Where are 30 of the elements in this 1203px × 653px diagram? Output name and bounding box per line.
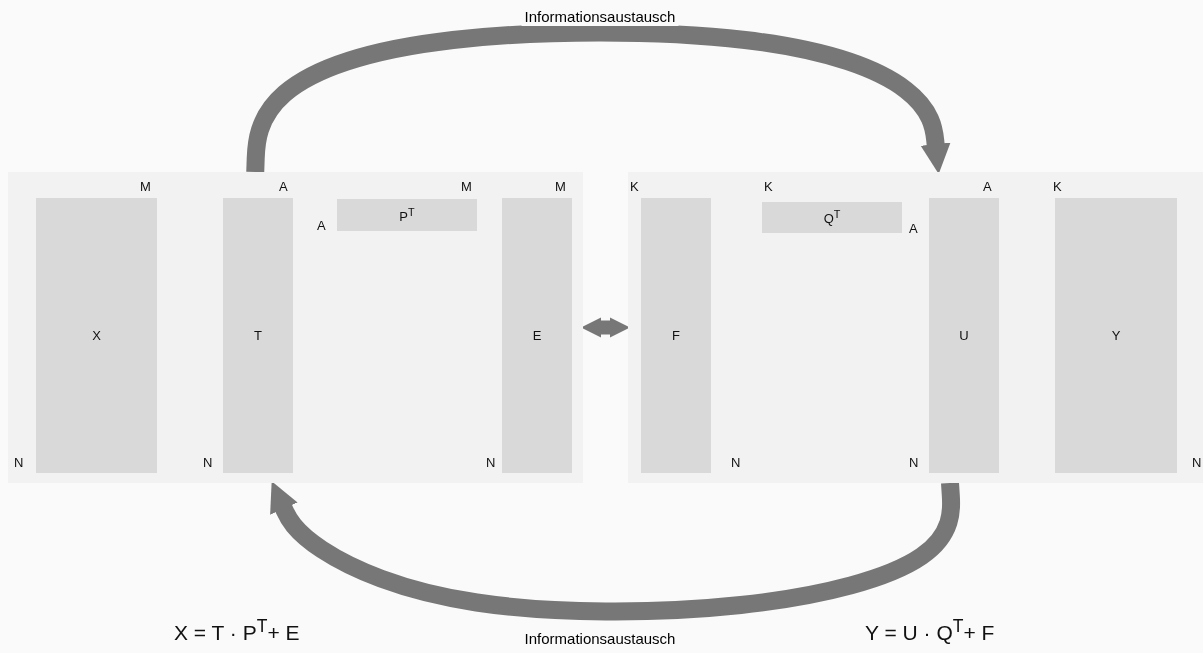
matrix-box — [502, 198, 572, 473]
matrix-label: Y — [1111, 328, 1121, 343]
dimension-label: A — [317, 219, 326, 232]
matrix-box — [36, 198, 157, 473]
panel-box — [8, 172, 583, 483]
matrix-label: X — [92, 328, 101, 343]
matrix-box — [337, 199, 477, 231]
dimension-label: M — [461, 180, 472, 193]
dimension-label: K — [630, 180, 639, 193]
matrix-box — [762, 202, 902, 233]
matrix-label: P$^{T}$ — [399, 205, 415, 225]
matrix-label: T — [254, 328, 262, 343]
matrix-label: U — [959, 328, 969, 343]
formula: X = T · P$^{T}$+ E — [174, 618, 300, 643]
matrix-box — [641, 198, 711, 473]
formula: Y = U · Q$^{T}$+ F — [865, 618, 995, 643]
dimension-label: N — [1192, 456, 1202, 469]
panel-box — [628, 172, 1203, 483]
edge-label: Informationsaustausch — [521, 8, 679, 26]
dimension-label: N — [731, 456, 741, 469]
matrix-box — [1055, 198, 1177, 473]
matrix-label: E — [532, 328, 542, 343]
matrix-box — [223, 198, 293, 473]
matrix-label: Q$^{T}$ — [823, 208, 841, 227]
dimension-label: N — [14, 456, 24, 469]
matrix-label: F — [672, 328, 680, 343]
arrow — [246, 23, 951, 174]
matrix-box — [929, 198, 999, 473]
dimension-label: A — [909, 222, 918, 235]
arrow — [270, 481, 961, 621]
